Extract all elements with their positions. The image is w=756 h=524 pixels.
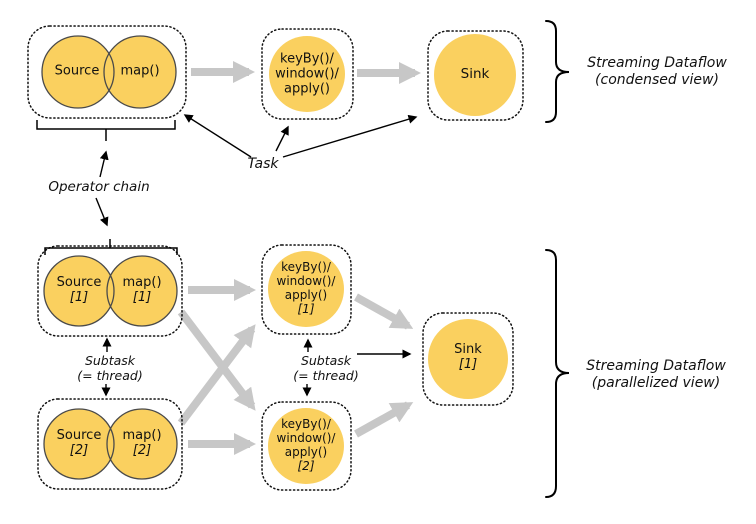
keyby2-label: keyBy()/ window()/ apply() [2] xyxy=(277,417,336,473)
annotation-arrows xyxy=(95,114,418,397)
flow-arrow-keyby1-to-sink1 xyxy=(354,293,414,330)
task-boxes xyxy=(27,25,524,491)
caption-parallelized: Streaming Dataflow (parallelized view) xyxy=(586,358,726,392)
task-arrow-to-sink xyxy=(282,114,418,158)
source1-label: Source [1] xyxy=(57,275,102,305)
flow-arrow-keyby2-to-sink1 xyxy=(354,401,414,438)
source2-index: [2] xyxy=(69,443,89,458)
map2-index: [2] xyxy=(132,443,152,458)
source2-label-text: Source xyxy=(56,428,102,443)
sink-circle xyxy=(434,34,516,116)
map1-label: map() [1] xyxy=(122,275,161,305)
map2-label-text: map() xyxy=(122,428,162,443)
source-circle xyxy=(42,36,114,108)
caption-parallelized-line1: Streaming Dataflow xyxy=(586,358,726,374)
subtask1-line2: (= thread) xyxy=(77,368,143,383)
keyby-line3: apply() xyxy=(284,81,330,97)
task-arrow-to-source-map xyxy=(183,114,252,158)
keyby1-label: keyBy()/ window()/ apply() [1] xyxy=(277,260,336,316)
keyby1-circle xyxy=(268,251,344,327)
sink1-index: [1] xyxy=(458,357,478,372)
map1-circle xyxy=(107,256,177,326)
keyby-label: keyBy()/ window()/ apply() xyxy=(275,52,339,97)
keyby-line1: keyBy()/ xyxy=(280,51,334,67)
brace-parallelized-view xyxy=(545,249,570,498)
source2-circle xyxy=(44,409,114,479)
caption-parallelized-line2: (parallelized view) xyxy=(591,375,721,391)
map-circle xyxy=(104,36,176,108)
operator-chain-label: Operator chain xyxy=(48,179,149,195)
keyby-circle xyxy=(269,36,345,112)
operator-circle-outlines xyxy=(41,35,178,480)
caption-condensed: Streaming Dataflow (condensed view) xyxy=(587,55,727,89)
task-box-keyby xyxy=(261,28,354,120)
operator-circle-fills xyxy=(42,34,516,484)
keyby1-line3: apply() xyxy=(284,288,328,302)
sink1-circle xyxy=(428,319,508,399)
map-label: map() xyxy=(120,64,159,79)
task-box-source-map xyxy=(27,25,187,119)
flow-arrow-source1-to-keyby2 xyxy=(177,309,256,411)
keyby2-line3: apply() xyxy=(284,445,328,459)
source1-label-text: Source xyxy=(56,275,102,290)
map2-label: map() [2] xyxy=(122,428,161,458)
sink-label: Sink xyxy=(461,66,490,82)
keyby-line2: window()/ xyxy=(275,66,339,82)
keyby1-line2: window()/ xyxy=(276,274,336,288)
subtask1-label: Subtask (= thread) xyxy=(77,353,142,383)
flow-arrow-source2-to-keyby1 xyxy=(177,324,256,426)
task-box-source-map-2 xyxy=(37,398,183,490)
keyby2-index: [2] xyxy=(297,459,315,473)
keyby1-index: [1] xyxy=(297,302,315,316)
subtask1-line1: Subtask xyxy=(84,353,136,368)
task-box-sink xyxy=(427,30,524,121)
map1-index: [1] xyxy=(132,290,152,305)
task-box-keyby-2 xyxy=(261,401,352,491)
chain-braces xyxy=(36,120,178,255)
source1-circle xyxy=(44,256,114,326)
task-box-sink-1 xyxy=(422,312,514,406)
source2-label: Source [2] xyxy=(57,428,102,458)
sink1-label: Sink [1] xyxy=(454,342,482,372)
task-box-keyby-1 xyxy=(261,244,352,335)
subtask2-line2: (= thread) xyxy=(293,368,359,383)
brace-condensed-view xyxy=(545,20,570,123)
sink1-label-text: Sink xyxy=(454,342,482,357)
map2-circle xyxy=(107,409,177,479)
source-label-text: Source xyxy=(54,63,100,79)
keyby2-line1: keyBy()/ xyxy=(281,417,331,431)
map1-label-text: map() xyxy=(122,275,162,290)
subtask2-label: Subtask (= thread) xyxy=(293,353,358,383)
source1-index: [1] xyxy=(69,290,89,305)
task-text: Task xyxy=(247,156,279,172)
keyby2-line2: window()/ xyxy=(276,431,336,445)
subtask2-line1: Subtask xyxy=(300,353,352,368)
overbrace-operator-chain-bottom xyxy=(44,239,178,255)
operator-chain-arrow-down xyxy=(95,197,109,227)
keyby2-circle xyxy=(268,408,344,484)
dataflow-arrows xyxy=(177,61,421,455)
task-arrow-to-keyby xyxy=(275,125,289,152)
underbrace-operator-chain-top xyxy=(36,120,176,141)
sink-label-text: Sink xyxy=(460,66,490,82)
caption-condensed-line2: (condensed view) xyxy=(595,72,719,88)
source-label: Source xyxy=(55,64,100,79)
operator-chain-text: Operator chain xyxy=(48,179,150,195)
keyby1-line1: keyBy()/ xyxy=(281,260,331,274)
operator-chain-arrow-up xyxy=(99,150,109,178)
map-label-text: map() xyxy=(120,63,160,79)
caption-condensed-line1: Streaming Dataflow xyxy=(587,55,727,71)
section-braces xyxy=(545,20,570,498)
task-label: Task xyxy=(247,156,278,172)
